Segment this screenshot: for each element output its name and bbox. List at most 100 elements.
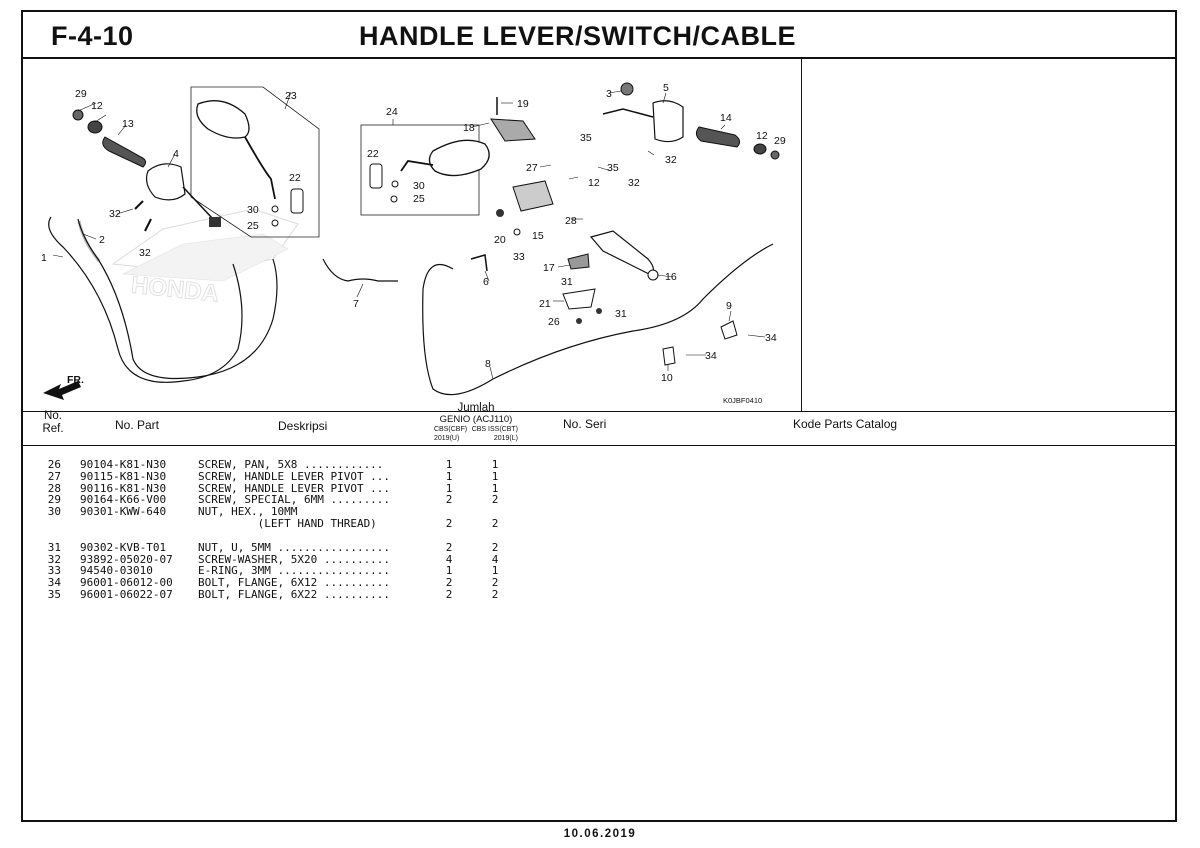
callout-2: 2 xyxy=(99,234,105,246)
qty-cbt-cell: 1 xyxy=(491,481,499,495)
callout-8: 8 xyxy=(485,358,491,370)
figure-id: K0JBF0410 xyxy=(723,396,762,405)
mirror-left-box xyxy=(190,86,320,238)
lever-bracket xyxy=(512,180,554,212)
part-number-cell: 94540-03010 xyxy=(80,564,153,578)
callout-1: 1 xyxy=(41,252,47,264)
left-switch-housing xyxy=(145,163,186,201)
callout-34b: 34 xyxy=(705,350,717,362)
callout-25a: 25 xyxy=(247,220,259,232)
ref-cell: 32 xyxy=(47,552,61,566)
cable-1 xyxy=(48,216,243,383)
brake-lever xyxy=(589,230,654,276)
part-number-cell: 90164-K66-V00 xyxy=(80,493,167,507)
bar-end-screw-left xyxy=(72,109,84,121)
plate-16 xyxy=(562,288,596,310)
header-kode: Kode Parts Catalog xyxy=(793,417,898,431)
qty-cbt-cell: 4 xyxy=(491,552,499,566)
footer-date: 10.06.2019 xyxy=(563,828,637,840)
qty-cbt-cell: 2 xyxy=(491,576,499,590)
header-col2-bot: 2019(L) xyxy=(493,434,518,442)
qty-cbf-cell: 4 xyxy=(445,552,453,566)
ref-cell: 26 xyxy=(47,458,61,471)
part-number-cell: 93892-05020-07 xyxy=(80,552,173,566)
figure-title: HANDLE LEVER/SWITCH/CABLE xyxy=(359,21,796,51)
callout-30b: 30 xyxy=(413,180,425,192)
qty-cbf-cell: 2 xyxy=(445,540,453,554)
right-mirror xyxy=(400,139,490,177)
figure-code: F-4-10 xyxy=(51,21,134,51)
description-cell: BOLT, FLANGE, 6X22 .......... xyxy=(198,587,391,601)
callout-26: 26 xyxy=(548,316,560,328)
callout-27: 27 xyxy=(526,162,538,174)
callout-22b: 22 xyxy=(367,148,379,160)
callout-32b: 32 xyxy=(139,247,151,259)
callout-24: 24 xyxy=(386,106,398,118)
qty-cbf-cell: 2 xyxy=(445,516,453,530)
callout-31a: 31 xyxy=(561,276,573,288)
table-row: 35 96001-06022-07 BOLT, FLANGE, 6X22 .....… xyxy=(23,589,1175,601)
cable-2 xyxy=(77,218,278,380)
callout-11: 12 xyxy=(588,177,600,189)
bar-end-weight-left xyxy=(87,120,103,134)
description-cell: SCREW-WASHER, 5X20 .......... xyxy=(198,552,391,566)
callout-19: 18 xyxy=(463,122,475,134)
callout-12b: 12 xyxy=(756,130,768,142)
qty-cbf-cell: 1 xyxy=(445,469,453,483)
callout-15: 15 xyxy=(532,230,544,242)
header-bar: F-4-10 HANDLE LEVER/SWITCH/CABLE xyxy=(23,12,1175,59)
callout-31b: 31 xyxy=(615,308,627,320)
header-deskripsi: Deskripsi xyxy=(278,419,328,433)
callout-32d: 32 xyxy=(665,154,677,166)
callout-22a: 22 xyxy=(289,172,301,184)
cable-8 xyxy=(422,243,774,396)
callout-23: 23 xyxy=(285,90,297,102)
table-row: 33 94540-03010 E-RING, 3MM ...............… xyxy=(23,565,1175,577)
callout-labels: 29 12 13 4 1 2 32 32 23 22 30 25 24 22 3… xyxy=(41,82,786,405)
header-no-seri: No. Seri xyxy=(563,417,607,431)
description-cell: (LEFT HAND THREAD) xyxy=(198,516,377,530)
callout-28: 28 xyxy=(565,215,577,227)
page-frame: F-4-10 HANDLE LEVER/SWITCH/CABLE HONDA xyxy=(21,10,1177,822)
table-row: 29 90164-K66-V00 SCREW, SPECIAL, 6MM .....… xyxy=(23,494,1175,506)
ref-cell: 35 xyxy=(47,587,61,601)
callout-10: 10 xyxy=(661,372,673,384)
ref-cell: 29 xyxy=(47,493,61,507)
callout-16: 21 xyxy=(539,298,551,310)
header-col1-top: CBS(CBF) xyxy=(434,426,468,433)
qty-cbt-cell: 1 xyxy=(491,564,499,578)
ref-cell: 28 xyxy=(47,481,61,495)
qty-cbt-cell: 2 xyxy=(491,540,499,554)
header-col1-bot: 2019(U) xyxy=(434,434,460,442)
diagram-svg: HONDA xyxy=(41,82,786,405)
callout-30a: 30 xyxy=(247,204,259,216)
header-no-ref: No. Ref. xyxy=(42,410,64,435)
description-cell: E-RING, 3MM ................. xyxy=(198,564,391,578)
callout-13: 13 xyxy=(122,118,134,130)
part-number-cell: 96001-06022-07 xyxy=(80,587,173,601)
description-cell: SCREW, PAN, 5X8 ............ xyxy=(198,458,384,471)
header-col2-top: CBS ISS(CBT) xyxy=(471,426,518,433)
ref-cell: 34 xyxy=(47,576,61,590)
callout-4: 4 xyxy=(173,148,179,160)
callout-32c: 32 xyxy=(628,177,640,189)
description-cell: SCREW, SPECIAL, 6MM ......... xyxy=(198,493,391,507)
qty-cbf-cell: 2 xyxy=(445,493,453,507)
callout-29b: 29 xyxy=(774,135,786,147)
callout-34a: 34 xyxy=(765,332,777,344)
description-cell: SCREW, HANDLE LEVER PIVOT ... xyxy=(198,481,391,495)
ref-cell: 27 xyxy=(47,469,61,483)
mirror-stem-right xyxy=(369,163,383,189)
fr-label: FR. xyxy=(67,374,84,386)
callout-35a: 35 xyxy=(580,132,592,144)
callout-6: 6 xyxy=(483,276,489,288)
callout-32a: 32 xyxy=(109,208,121,220)
ref-cell: 33 xyxy=(47,564,61,578)
part-number-cell: 90104-K81-N30 xyxy=(80,458,167,471)
